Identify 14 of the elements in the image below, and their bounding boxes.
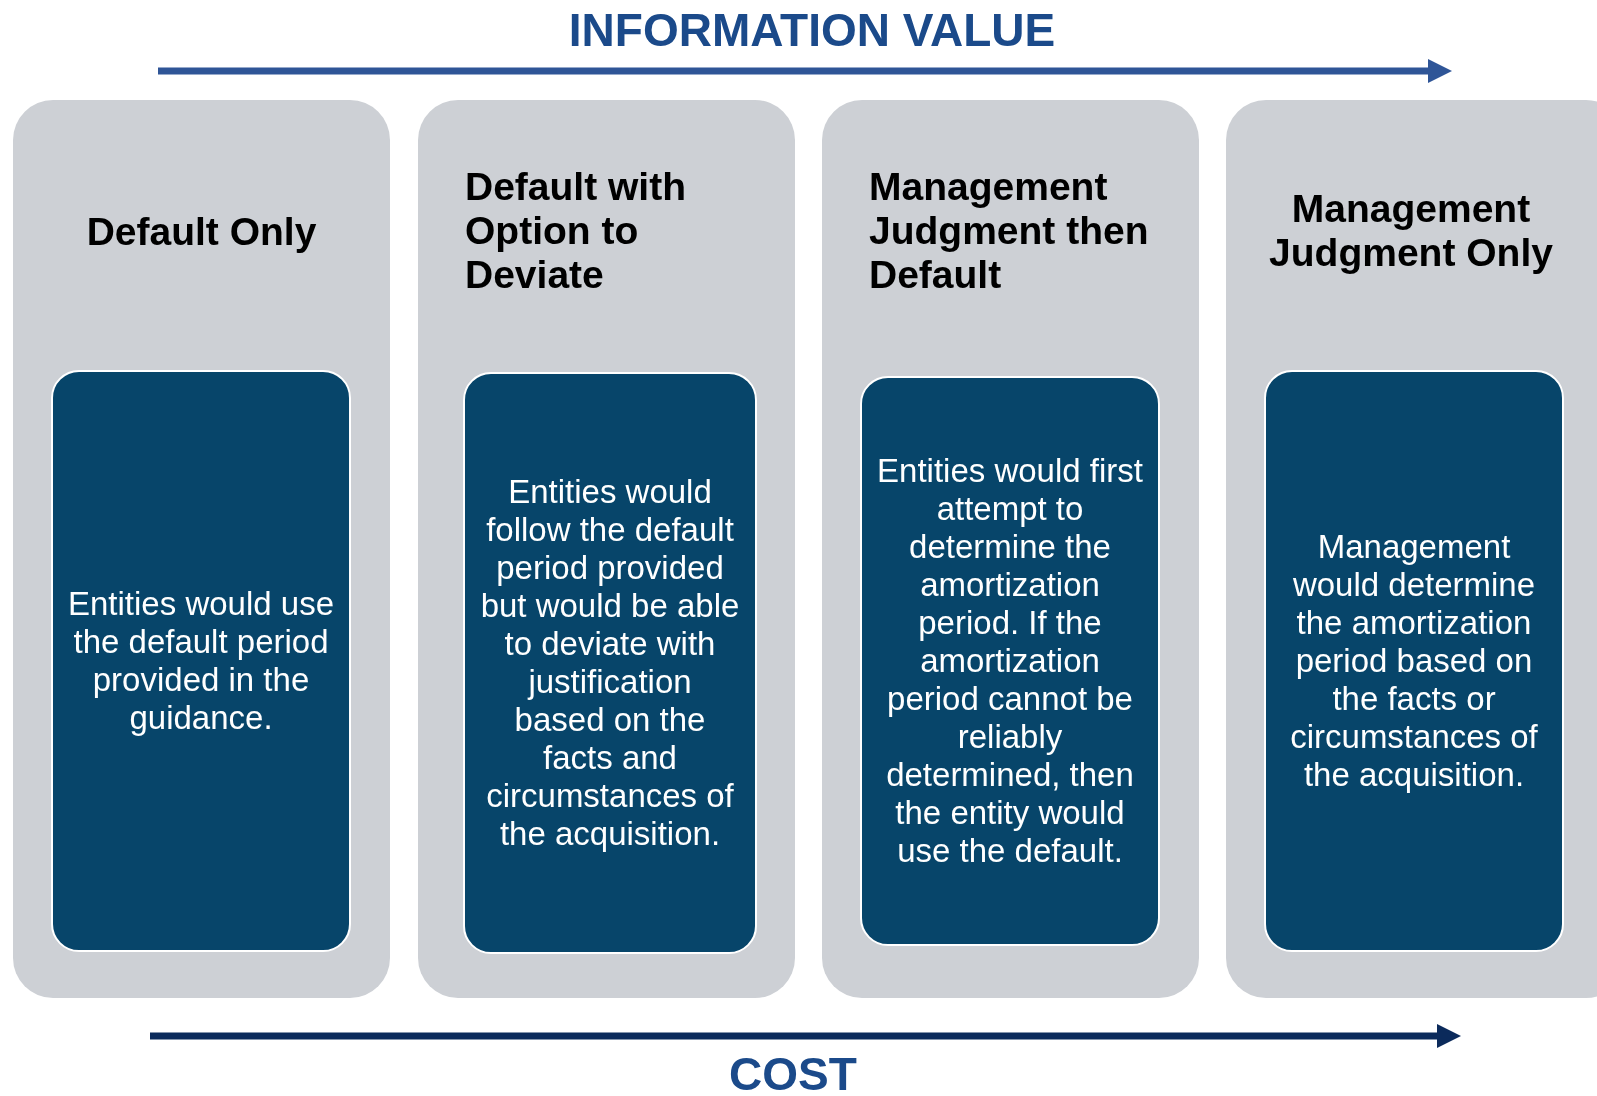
panel-heading: Management Judgment then Default [869, 165, 1150, 297]
description-card: Entities would follow the default period provided but would be able to deviate with justification based on the facts and circumstances of the acquisition. [463, 372, 757, 954]
axis-label: INFORMATION VALUE [568, 4, 1056, 56]
description-card: Management would determine the amortization period based on the facts or circumstances of the acquisition. [1264, 370, 1564, 952]
panel-heading: Default with Option to Deviate [465, 165, 687, 297]
option-panel [1226, 100, 1597, 998]
panel-heading: Default Only [85, 210, 318, 254]
axis-label: COST [729, 1048, 857, 1096]
option-panel [13, 100, 390, 998]
description-card: Entities would first attempt to determine the amortization period. If the amortization period cannot be reliably determined, then the entity would use the default. [860, 376, 1160, 946]
panel-heading: Management Judgment Only [1268, 187, 1554, 275]
option-panel [418, 100, 795, 998]
option-panel [822, 100, 1199, 998]
description-card: Entities would use the default period provided in the guidance. [51, 370, 351, 952]
